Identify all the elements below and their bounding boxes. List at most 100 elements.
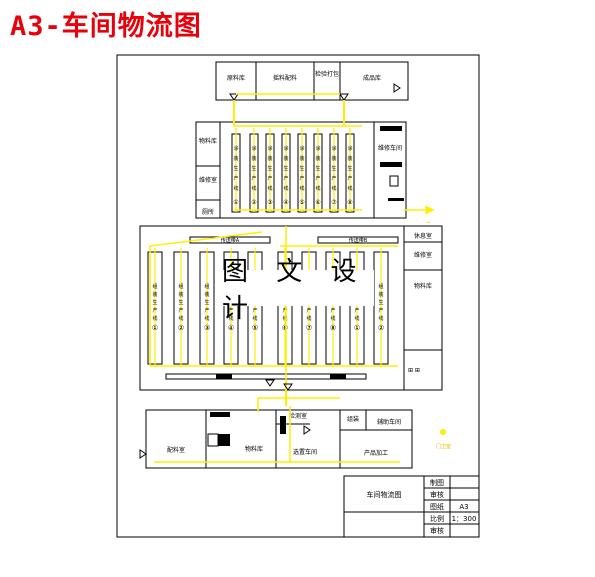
- assembly-line-char: 产: [228, 307, 233, 314]
- title-block-label: 比例: [430, 514, 444, 523]
- painting-line-char: 装: [267, 155, 272, 162]
- line-number: ⑤: [252, 324, 258, 332]
- assembly-line-char: 线: [152, 315, 157, 322]
- svg-text:→: →: [426, 220, 430, 226]
- assembly-line-char: 产: [354, 307, 359, 314]
- room-testing: 检测室: [289, 412, 307, 420]
- drawing-border: [116, 54, 480, 538]
- painting-line-char: 涂: [331, 145, 336, 152]
- assembly-line-char: 生: [378, 299, 383, 306]
- gatehouse: 门卫室: [436, 429, 451, 450]
- room-selection: 选置车间: [293, 448, 317, 456]
- assembly-line-char: 线: [178, 315, 183, 322]
- assembly-line-char: 生: [152, 299, 157, 306]
- painting-line-char: 线: [347, 185, 352, 192]
- painting-line-char: 产: [233, 175, 238, 182]
- painting-line-char: 装: [251, 155, 256, 162]
- painting-line-char: 涂: [233, 145, 238, 152]
- painting-line-char: 生: [299, 165, 304, 172]
- painting-line-char: 涂: [299, 145, 304, 152]
- gatehouse-label: 门卫室: [436, 443, 451, 450]
- assembly-line-char: 产: [204, 307, 209, 314]
- painting-line-char: 产: [331, 175, 336, 182]
- drawing-name: 车间物流图: [367, 490, 402, 499]
- line-number: ②: [178, 324, 184, 332]
- painting-line-char: 线: [315, 185, 320, 192]
- title-block-label: 审核: [430, 490, 444, 499]
- room-maintenance-2: 维修室: [414, 251, 432, 259]
- line-number: ④: [283, 199, 288, 206]
- painting-line-char: 线: [233, 185, 238, 192]
- assembly-line-char: 线: [330, 315, 335, 322]
- assembly-line-char: 装: [378, 291, 383, 298]
- assembly-line-char: 组: [378, 283, 383, 290]
- line-number: ⑦: [306, 324, 312, 332]
- room-processing: 产品加工: [364, 449, 388, 457]
- painting-line-char: 装: [299, 155, 304, 162]
- room-maintenance: 维修室: [199, 176, 217, 184]
- line-number: ⑧: [330, 324, 336, 332]
- line-number: ⑥: [282, 324, 288, 332]
- assembly-line-char: 产: [282, 307, 287, 314]
- painting-line-char: 装: [331, 155, 336, 162]
- painting-line-char: 装: [283, 155, 288, 162]
- room-repair-workshop: 维修车间: [378, 144, 402, 152]
- room-inspection: 检验打包: [315, 70, 339, 78]
- assembly-line-char: 组: [152, 283, 157, 290]
- line-number: ①: [354, 324, 360, 332]
- assembly-line-char: 产: [306, 307, 311, 314]
- painting-line-char: 线: [299, 185, 304, 192]
- assembly-line-char: 装: [152, 291, 157, 298]
- title-block-label: 图纸: [430, 502, 444, 511]
- room-material-store-3: 物料库: [245, 445, 263, 453]
- painting-line-char: 涂: [251, 145, 256, 152]
- top-building: 原料库 摇料配料 检验打包 成品库: [215, 61, 409, 101]
- line-number: ①: [152, 324, 158, 332]
- painting-line-char: 装: [315, 155, 320, 162]
- painting-line-char: 产: [251, 175, 256, 182]
- assembly-line-char: 组: [178, 283, 183, 290]
- line-number: ④: [228, 324, 234, 332]
- title-block-label: 制图: [430, 478, 444, 487]
- assembly-line-char: 线: [306, 315, 311, 322]
- painting-line-char: 装: [347, 155, 352, 162]
- assembly-line-char: 产: [178, 307, 183, 314]
- room-aux-workshop: 辅助车间: [377, 418, 401, 426]
- room-batching: 摇料配料: [273, 74, 297, 82]
- assembly-line-char: 线: [354, 315, 359, 322]
- room-rest: 休息室: [414, 232, 432, 240]
- assembly-line-char: 装: [204, 291, 209, 298]
- line-number: ⑥: [315, 199, 320, 206]
- assembly-line-char: 产: [330, 307, 335, 314]
- assembly-line-char: 线: [228, 315, 233, 322]
- title-block-value: 1：300: [452, 515, 477, 523]
- assembly-line-char: 装: [178, 291, 183, 298]
- svg-text:⊞ ⊞: ⊞ ⊞: [408, 367, 420, 374]
- painting-line-char: 产: [267, 175, 272, 182]
- painting-line-char: 生: [283, 165, 288, 172]
- painting-lines: 涂装生产线①涂装生产线②涂装生产线③涂装生产线④涂装生产线⑤涂装生产线⑥涂装生产…: [231, 128, 355, 213]
- page-title: A3-车间物流图: [10, 11, 202, 42]
- painting-line-char: 涂: [283, 145, 288, 152]
- painting-line-char: 生: [315, 165, 320, 172]
- room-finished-goods: 成品库: [363, 74, 381, 82]
- assembly-line-char: 线: [282, 315, 287, 322]
- assembly-line-char: 生: [204, 299, 209, 306]
- assembly-line-char: 线: [252, 315, 257, 322]
- painting-line-char: 生: [251, 165, 256, 172]
- painting-line-char: 线: [267, 185, 272, 192]
- assembly-line-char: 线: [204, 315, 209, 322]
- line-number: ⑧: [347, 199, 352, 206]
- painting-line-char: 生: [267, 165, 272, 172]
